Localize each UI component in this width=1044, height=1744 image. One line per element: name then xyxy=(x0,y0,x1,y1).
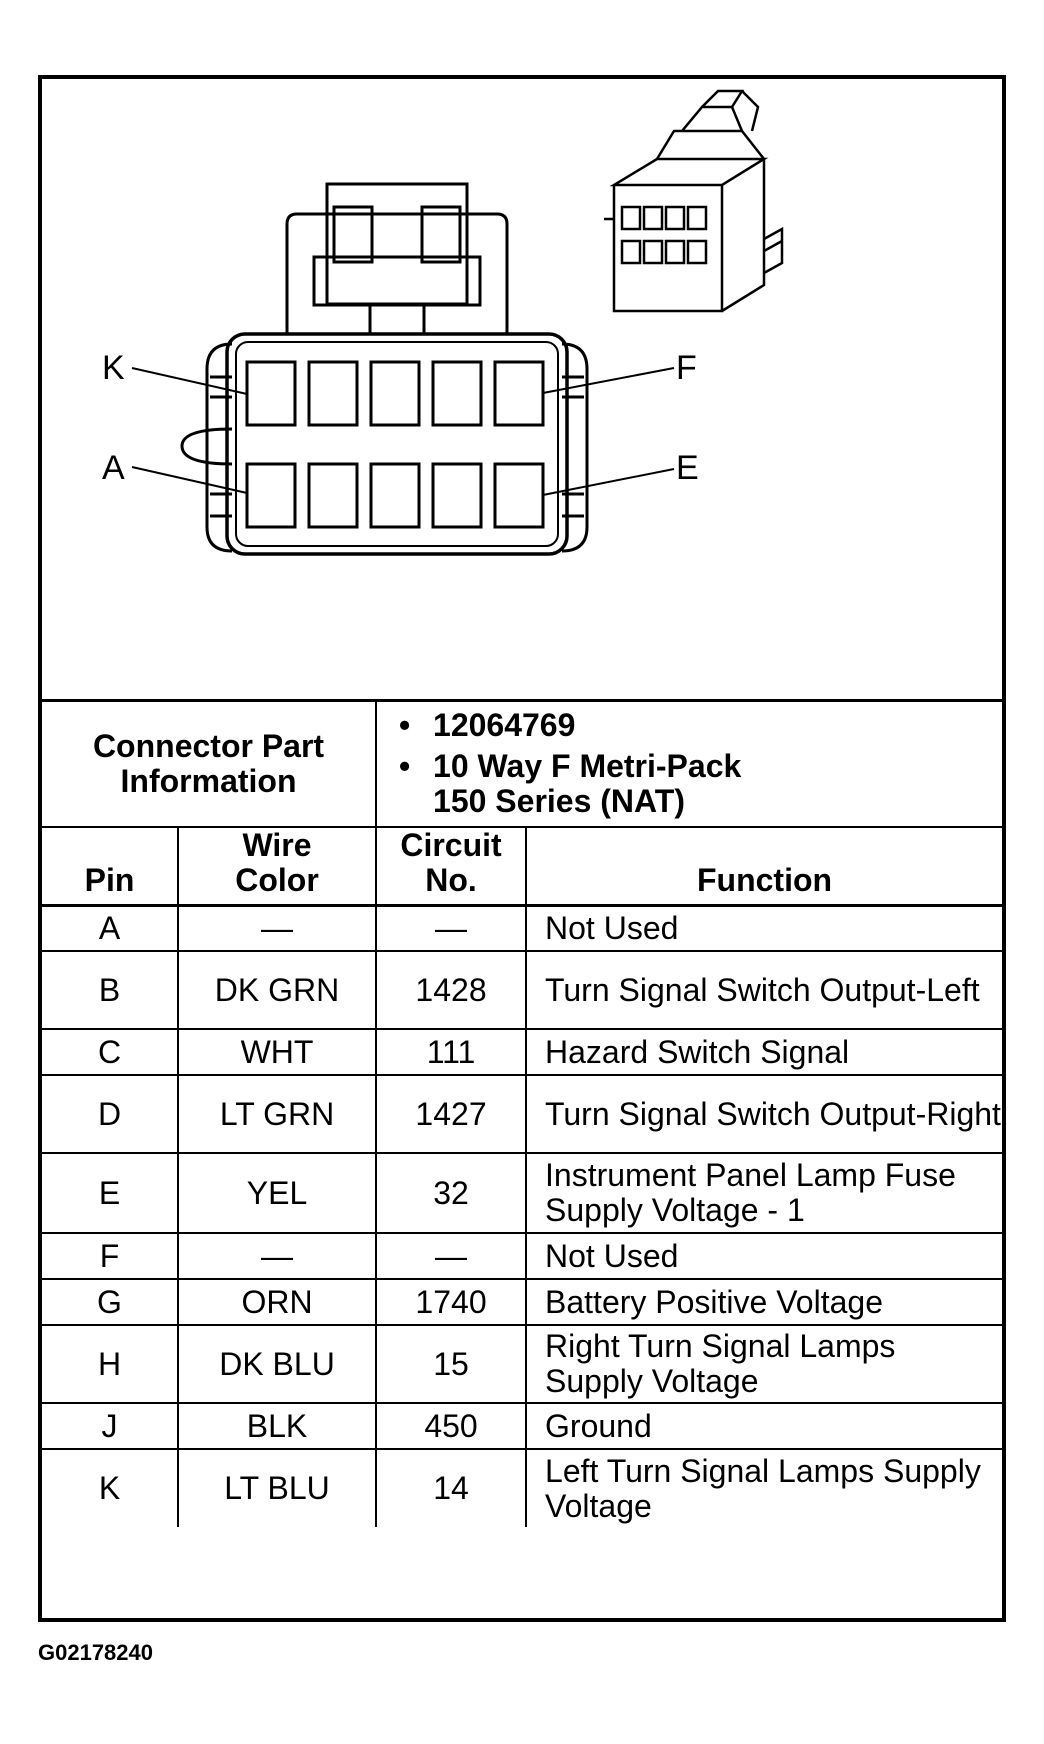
pin-cell: K xyxy=(42,1448,179,1528)
wire-color-cell: WHT xyxy=(176,1028,378,1077)
wire-color-cell: — xyxy=(176,1232,378,1281)
header-function: Function xyxy=(525,825,1003,906)
connector-pin-table: Connector Part Information 12064769 10 W… xyxy=(42,698,1003,1528)
circuit-no-cell: — xyxy=(375,903,528,953)
wire-color-cell: BLK xyxy=(176,1402,378,1451)
circuit-no-cell: 32 xyxy=(375,1152,528,1235)
circuit-no-cell: 15 xyxy=(375,1324,528,1405)
wire-color-cell: DK BLU xyxy=(176,1324,378,1405)
pin-cell: B xyxy=(42,950,179,1031)
header-wire-color: Wire Color xyxy=(176,825,378,906)
circuit-no-cell: 450 xyxy=(375,1402,528,1451)
function-cell: Hazard Switch Signal xyxy=(525,1028,1003,1077)
connector-info-label: Connector Part Information xyxy=(42,698,378,828)
connector-info-row: Connector Part Information 12064769 10 W… xyxy=(42,698,1003,828)
function-cell: Turn Signal Switch Output-Left xyxy=(525,950,1003,1031)
wire-color-cell: YEL xyxy=(176,1152,378,1235)
connector-part-number: 12064769 xyxy=(399,707,1002,743)
pin-cell: F xyxy=(42,1232,179,1281)
circuit-no-cell: 14 xyxy=(375,1448,528,1528)
pin-cell: A xyxy=(42,903,179,953)
pin-label-f: F xyxy=(676,349,697,387)
function-cell: Right Turn Signal Lamps Supply Voltage xyxy=(525,1324,1003,1405)
connector-info-list: 12064769 10 Way F Metri-Pack 150 Series … xyxy=(375,698,1003,828)
table-header-row: Pin Wire Color Circuit No. Function xyxy=(42,825,1003,906)
wire-color-cell: — xyxy=(176,903,378,953)
header-pin: Pin xyxy=(42,825,179,906)
circuit-no-cell: 1740 xyxy=(375,1278,528,1327)
connector-latch xyxy=(285,182,509,334)
connector-body xyxy=(225,332,569,556)
cavity-row-top xyxy=(245,360,545,427)
function-cell: Ground xyxy=(525,1402,1003,1451)
function-cell: Turn Signal Switch Output-Right xyxy=(525,1074,1003,1155)
circuit-no-cell: 1428 xyxy=(375,950,528,1031)
pin-cell: C xyxy=(42,1028,179,1077)
wire-color-cell: LT BLU xyxy=(176,1448,378,1528)
pin-label-a: A xyxy=(102,449,125,487)
wire-color-cell: ORN xyxy=(176,1278,378,1327)
pin-cell: D xyxy=(42,1074,179,1155)
circuit-no-cell: 1427 xyxy=(375,1074,528,1155)
table-row: A——Not Used xyxy=(42,903,1003,953)
figure-id: G02178240 xyxy=(38,1640,153,1665)
circuit-no-cell: — xyxy=(375,1232,528,1281)
pin-cell: J xyxy=(42,1402,179,1451)
function-cell: Left Turn Signal Lamps Supply Voltage xyxy=(525,1448,1003,1528)
connector-isometric-view xyxy=(604,89,784,313)
connector-side-ears xyxy=(180,342,589,553)
pin-cell: H xyxy=(42,1324,179,1405)
pin-cell: E xyxy=(42,1152,179,1235)
pin-cell: G xyxy=(42,1278,179,1327)
function-cell: Not Used xyxy=(525,1232,1003,1281)
table-row: F——Not Used xyxy=(42,1232,1003,1281)
function-cell: Instrument Panel Lamp Fuse Supply Voltag… xyxy=(525,1152,1003,1235)
function-cell: Battery Positive Voltage xyxy=(525,1278,1003,1327)
cavity-row-bottom xyxy=(245,462,545,529)
function-cell: Not Used xyxy=(525,903,1003,953)
circuit-no-cell: 111 xyxy=(375,1028,528,1077)
wire-color-cell: LT GRN xyxy=(176,1074,378,1155)
connector-diagram: K A F E xyxy=(102,89,784,556)
figure-frame: K A F E Connector Part Information 12064… xyxy=(38,75,1006,1622)
header-circuit-no: Circuit No. xyxy=(375,825,528,906)
pin-label-k: K xyxy=(102,349,125,387)
connector-type: 10 Way F Metri-Pack 150 Series (NAT) xyxy=(399,748,773,819)
wire-color-cell: DK GRN xyxy=(176,950,378,1031)
pin-label-e: E xyxy=(676,449,699,487)
pin-leader-lines xyxy=(131,367,675,496)
